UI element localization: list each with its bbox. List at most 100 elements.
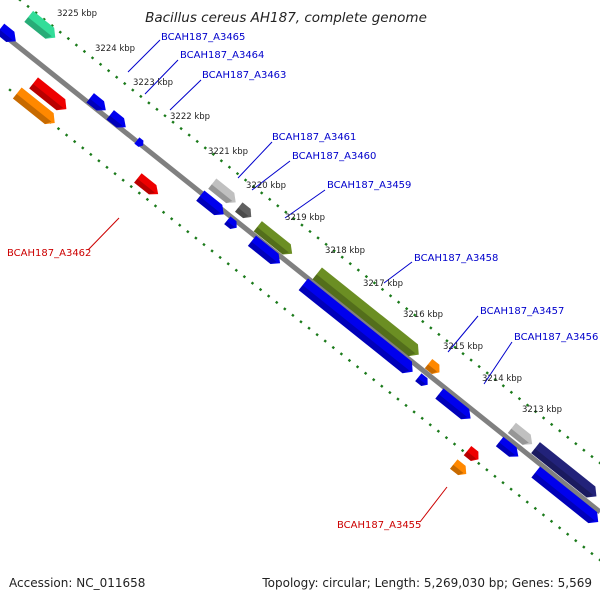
kbp-label: 3225 kbp [57,9,97,19]
tick-mark-upper [404,306,409,311]
tick-mark-lower [549,519,554,524]
kbp-label: 3221 kbp [208,147,248,157]
tick-mark-upper [566,435,570,439]
gene-olive-large [312,267,419,357]
tick-mark-lower [347,358,352,363]
tick-mark-upper [461,351,465,356]
gene-blue-body [247,235,281,264]
tick-mark-lower [380,384,384,388]
tick-mark-upper [171,120,175,124]
gene-blue-shade [224,220,235,230]
tick-mark-lower [339,352,344,356]
gene-blue-body [531,466,599,524]
gene-blue [495,436,519,457]
tick-mark-lower [452,442,457,446]
tick-mark-upper [284,210,288,214]
tick-mark-lower [307,326,311,330]
gene-label-bcah187-a3464[interactable]: BCAH187_A3464 [180,50,264,61]
gene-label-bcah187-a3455[interactable]: BCAH187_A3455 [337,520,421,531]
gene-label-bcah187-a3462[interactable]: BCAH187_A3462 [7,248,91,259]
genome-title: Bacillus cereus AH187, complete genome [145,10,427,26]
tick-mark-upper [533,409,538,414]
gene-red-small [134,173,159,195]
tick-mark-upper [211,152,216,157]
genome-summary-text: Topology: circular; Length: 5,269,030 bp… [261,576,592,590]
label-leader [383,261,413,284]
tick-mark-lower [81,146,85,150]
gene-dark-grey-body [235,202,252,219]
gene-navy-body [531,442,597,498]
tick-mark-lower [501,481,505,485]
tick-mark-upper [485,371,489,375]
tick-mark-upper [574,442,578,446]
gene-label-bcah187-a3463[interactable]: BCAH187_A3463 [202,70,286,81]
kbp-label: 3215 kbp [443,342,483,352]
tick-mark-lower [8,88,12,92]
gene-olive-large-shade [312,274,416,357]
label-leader [127,39,161,73]
gene-blue-body [435,388,471,420]
tick-mark-upper [300,223,304,227]
gene-blue-shade [298,285,410,374]
gene-label-bcah187-a3458[interactable]: BCAH187_A3458 [414,253,498,264]
gene-blue-shade [196,196,221,216]
tick-mark-upper [558,429,562,433]
tick-mark-upper [235,171,240,176]
gene-label-bcah187-a3459[interactable]: BCAH187_A3459 [327,180,411,191]
gene-blue-body [224,216,237,230]
tick-mark-lower [226,262,230,266]
gene-label-bcah187-a3456[interactable]: BCAH187_A3456 [514,332,598,343]
gene-blue [106,110,126,128]
tick-mark-upper [598,461,600,465]
gene-red-small-shade [463,451,476,461]
tick-mark-lower [315,332,319,337]
gene-blue-shade [495,442,516,457]
gene-label-bcah187-a3465[interactable]: BCAH187_A3465 [161,32,245,43]
gene-dark-grey-shade [235,207,249,219]
gene-label-bcah187-a3460[interactable]: BCAH187_A3460 [292,151,376,162]
gene-blue [298,278,413,374]
gene-navy-shade [531,448,594,498]
tick-mark-lower [194,236,198,240]
tick-mark-lower [186,229,190,234]
tick-mark-lower [283,307,287,311]
label-leader [284,189,326,219]
tick-mark-lower [436,429,441,433]
gene-label-bcah187-a3457[interactable]: BCAH187_A3457 [480,306,564,317]
tick-mark-lower [525,500,529,504]
kbp-label: 3218 kbp [325,246,365,256]
kbp-label: 3224 kbp [95,44,135,54]
accession-text: Accession: NC_011658 [9,576,145,590]
tick-mark-lower [242,275,247,279]
tick-mark-upper [114,75,119,79]
tick-mark-upper [58,30,62,34]
gene-blue-shade [435,394,468,420]
gene-label-bcah187-a3461[interactable]: BCAH187_A3461 [272,132,356,143]
tick-mark-lower [388,390,392,395]
tick-mark-lower [590,551,594,556]
gene-teal [24,10,56,39]
tick-mark-upper [219,159,224,163]
tick-mark-upper [364,274,369,279]
gene-blue-body [415,373,428,387]
kbp-label: 3222 kbp [170,112,210,122]
gene-orange-shade [12,93,52,125]
gene-grey-upper-shade [507,428,529,445]
tick-mark-lower [485,468,489,472]
tick-mark-lower [444,435,449,440]
gene-olive-small [253,221,293,255]
gene-orange-body [12,87,55,125]
label-leader [419,486,448,523]
tick-mark-lower [323,339,327,343]
tick-mark-upper [155,107,159,112]
tick-mark-lower [89,152,93,157]
tick-mark-lower [258,287,263,292]
tick-mark-lower [509,487,513,491]
tick-mark-upper [308,229,312,234]
tick-mark-lower [477,461,481,466]
tick-mark-upper [243,178,248,182]
label-leader [251,160,291,191]
gene-blue-body [495,436,519,457]
tick-mark-lower [129,184,133,189]
gene-blue-shade [106,115,123,128]
